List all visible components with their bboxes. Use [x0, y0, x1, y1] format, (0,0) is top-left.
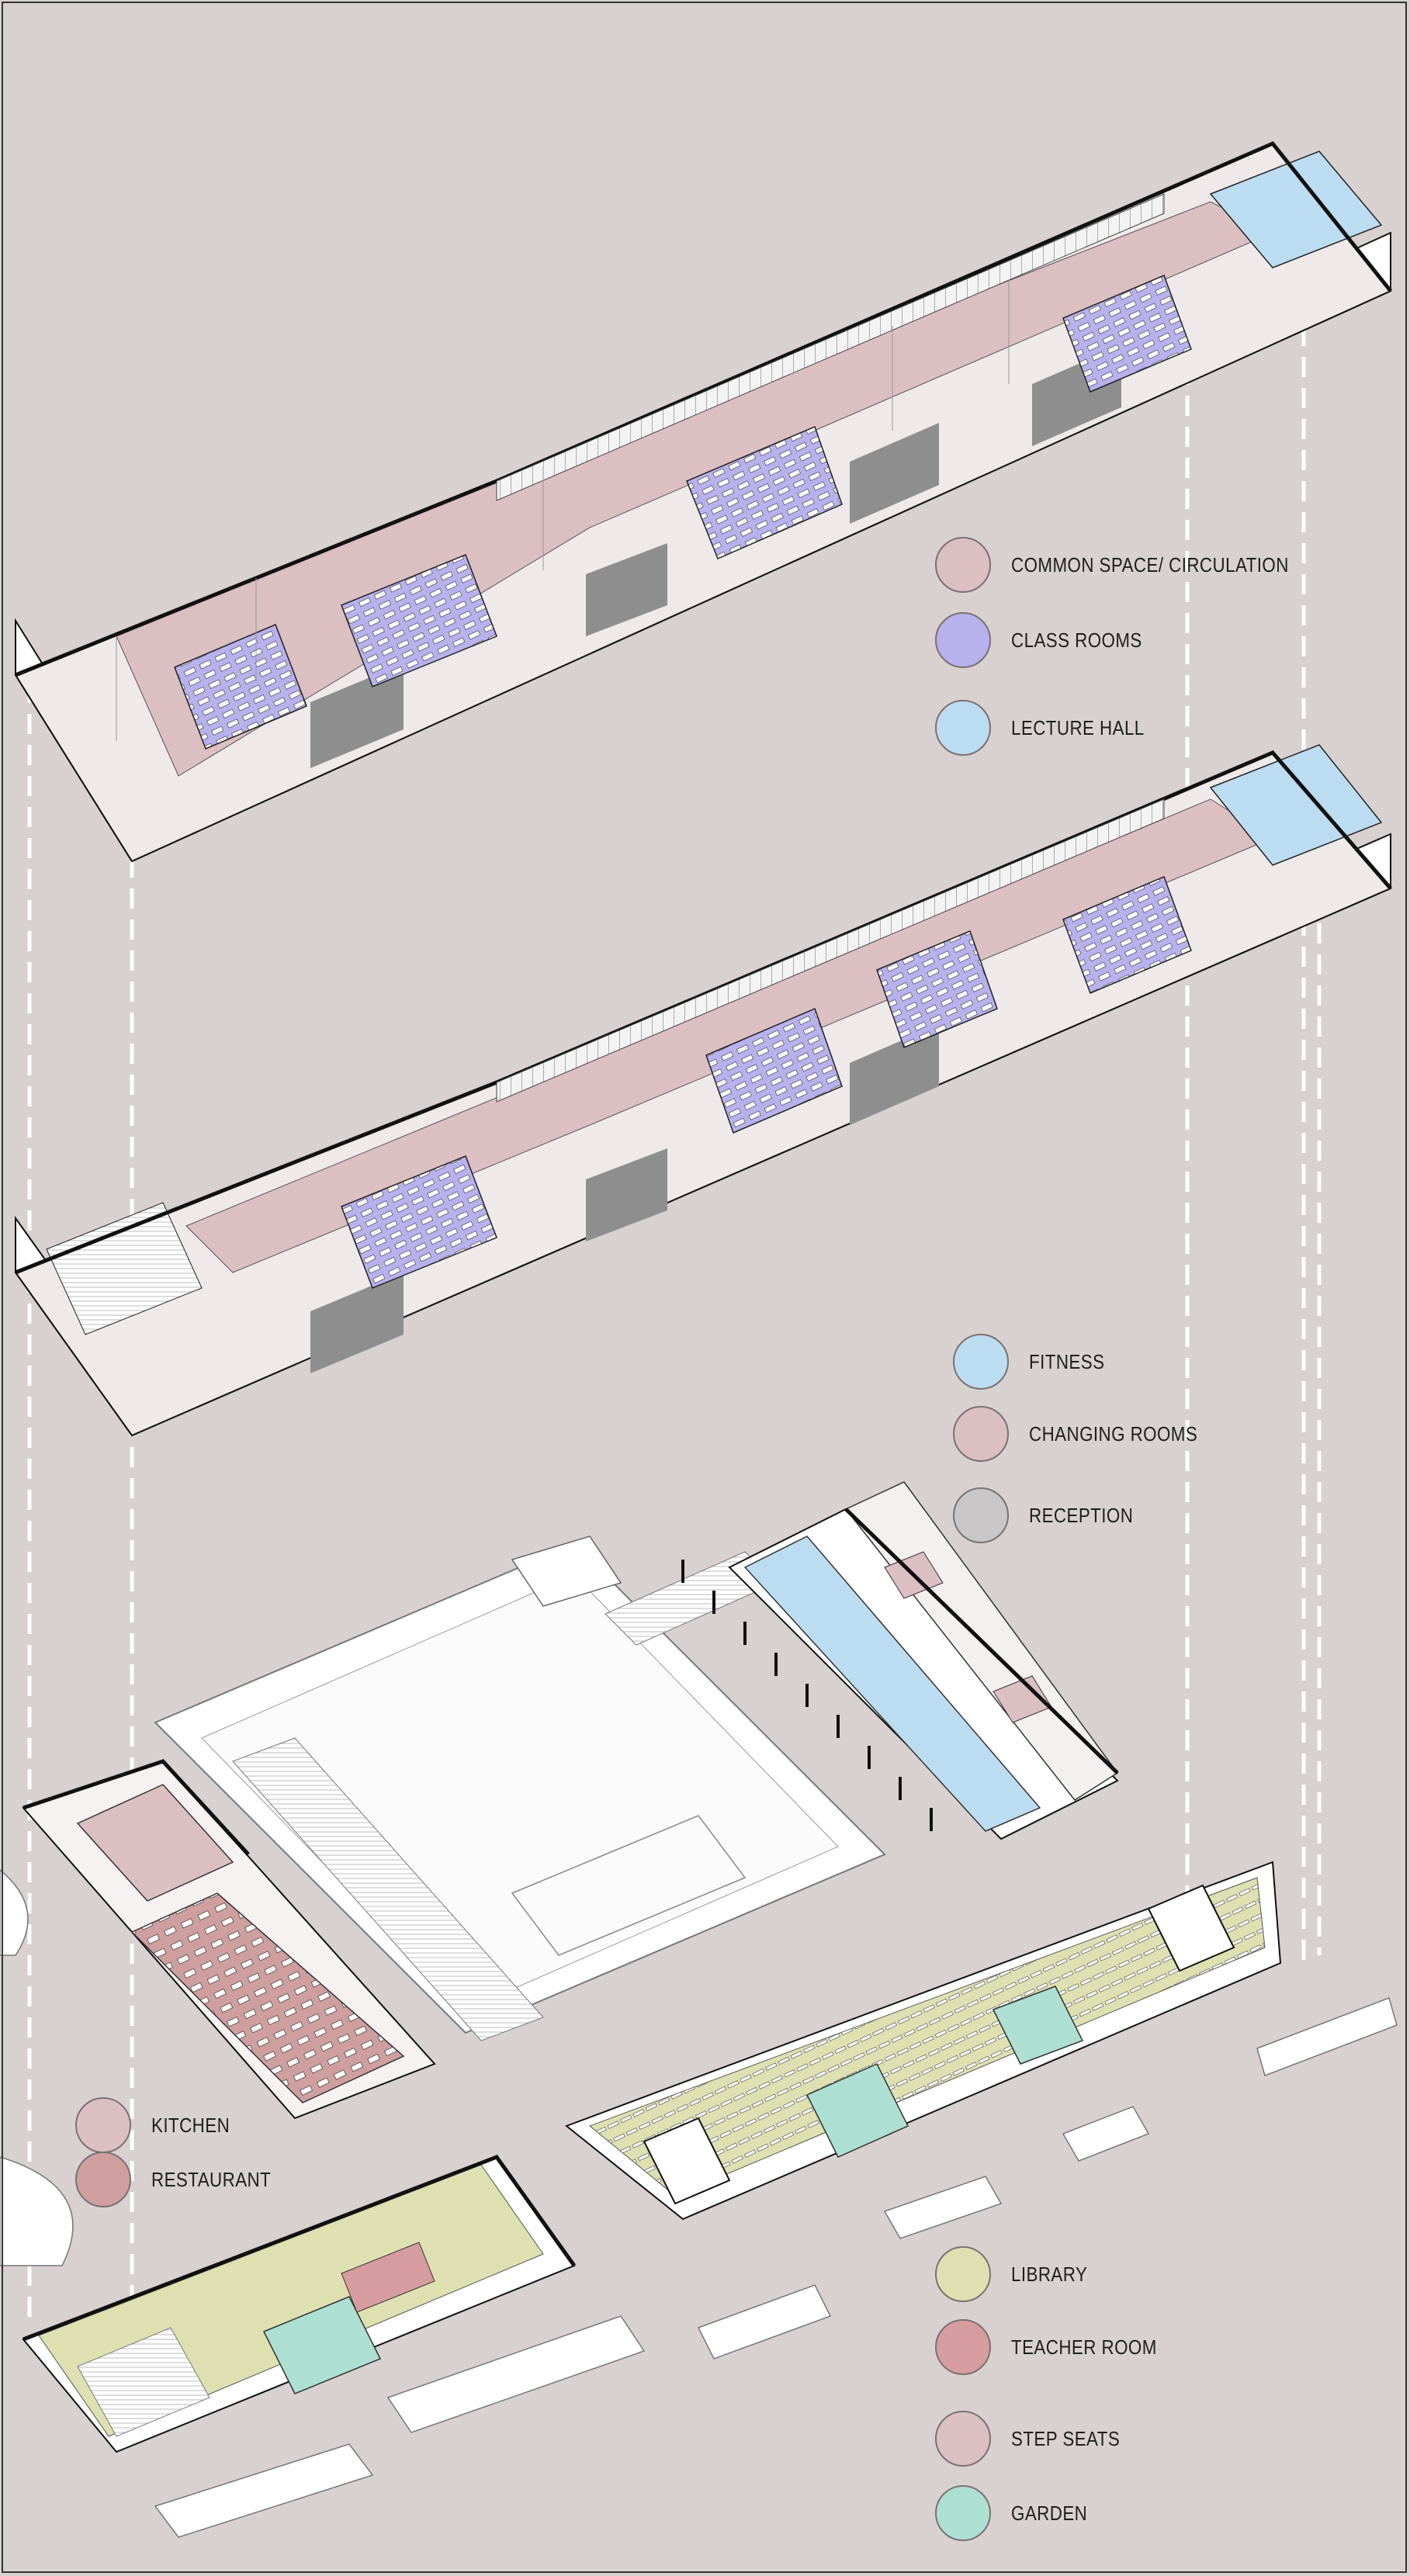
landscape-slabs [0, 1869, 1398, 2538]
legend-swatch [953, 1406, 1009, 1462]
legend-swatch [935, 537, 991, 593]
legend-reception: RECEPTION [953, 1480, 1150, 1550]
legend-swatch [935, 2485, 991, 2541]
legend-garden: GARDEN [935, 2478, 1100, 2548]
legend-label: TEACHER ROOM [1011, 2335, 1157, 2359]
legend-lecture-hall: LECTURE HALL [935, 693, 1166, 763]
upper-floor-block [14, 140, 1392, 863]
legend-swatch [935, 2319, 991, 2375]
ground-floor-block [22, 2154, 577, 2453]
legend-restaurant: RESTAURANT [75, 2145, 290, 2214]
legend-label: KITCHEN [151, 2113, 230, 2137]
legend-class-rooms: CLASS ROOMS [935, 605, 1163, 675]
library-block [564, 1861, 1282, 2221]
legend-swatch [935, 2246, 991, 2302]
legend-teacher-room: TEACHER ROOM [935, 2312, 1180, 2382]
alignment-lines [27, 295, 1322, 2335]
legend-swatch [953, 1487, 1009, 1543]
legend-swatch [935, 2411, 991, 2467]
legend-common-space: COMMON SPACE/ CIRCULATION [935, 530, 1334, 600]
legend-label: RESTAURANT [151, 2167, 272, 2191]
legend-swatch [953, 1334, 1009, 1390]
legend-swatch [935, 700, 991, 756]
legend-label: LIBRARY [1011, 2262, 1088, 2286]
restaurant-block [22, 1737, 544, 2120]
legend-kitchen: KITCHEN [75, 2090, 243, 2160]
legend-library: LIBRARY [935, 2239, 1100, 2309]
legend-label: COMMON SPACE/ CIRCULATION [1011, 552, 1289, 576]
legend-label: GARDEN [1011, 2501, 1088, 2525]
legend-label: FITNESS [1029, 1349, 1105, 1373]
legend-swatch [75, 2152, 131, 2207]
legend-swatch [935, 612, 991, 668]
legend-changing-rooms: CHANGING ROOMS [953, 1399, 1225, 1469]
legend-label: STEP SEATS [1011, 2426, 1121, 2450]
legend-step-seats: STEP SEATS [935, 2404, 1138, 2474]
legend-label: LECTURE HALL [1011, 715, 1145, 739]
fitness-block [681, 1481, 1119, 1840]
legend-label: RECEPTION [1029, 1503, 1134, 1527]
legend-label: CLASS ROOMS [1011, 628, 1142, 652]
legend-label: CHANGING ROOMS [1029, 1421, 1198, 1446]
legend-fitness: FITNESS [953, 1327, 1117, 1397]
second-floor-block [14, 744, 1392, 1437]
